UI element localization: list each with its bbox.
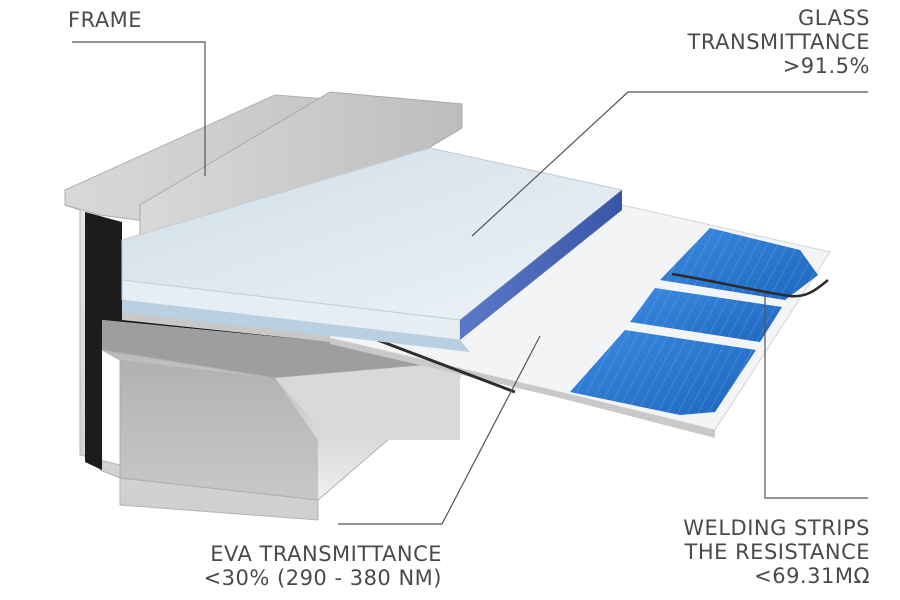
welding-leader [764,294,868,499]
frame-leader [72,41,206,176]
glass-label-line-3: >91.5% [782,54,870,78]
solar-cell-bottom-grid [570,330,756,415]
eva-leader [338,335,541,525]
eva-layer [122,300,470,352]
frame-channel [85,212,330,470]
welding-label-line-1: WELDING STRIPS [683,516,870,540]
solar-cells [570,228,829,415]
backsheet-edge [330,338,715,438]
eva-label: EVA TRANSMITTANCE <30% (290 - 380 NM) [204,542,442,590]
glass-leader [471,91,868,237]
glass-label: GLASS TRANSMITTANCE >91.5% [688,6,870,78]
frame-bottom-shadow [120,360,318,500]
glass-label-line-2: TRANSMITTANCE [687,30,870,54]
solar-cell-middle-grid [630,288,782,342]
welding-label: WELDING STRIPS THE RESISTANCE <69.31MΩ [683,516,870,588]
welding-label-line-2: THE RESISTANCE [684,540,870,564]
glass-side-edge [460,190,622,340]
eva-label-line-2: <30% (290 - 380 NM) [203,566,442,590]
welding-label-line-3: <69.31MΩ [754,564,870,588]
frame-label: FRAME [68,8,143,32]
frame-bottom-back [275,362,460,440]
solar-cell-top-grid [660,228,818,300]
welding-strip-wire [671,272,829,298]
leader-lines [72,41,868,525]
frame-web [102,320,460,378]
glass-label-line-1: GLASS [798,6,870,30]
eva-label-line-1: EVA TRANSMITTANCE [210,542,442,566]
